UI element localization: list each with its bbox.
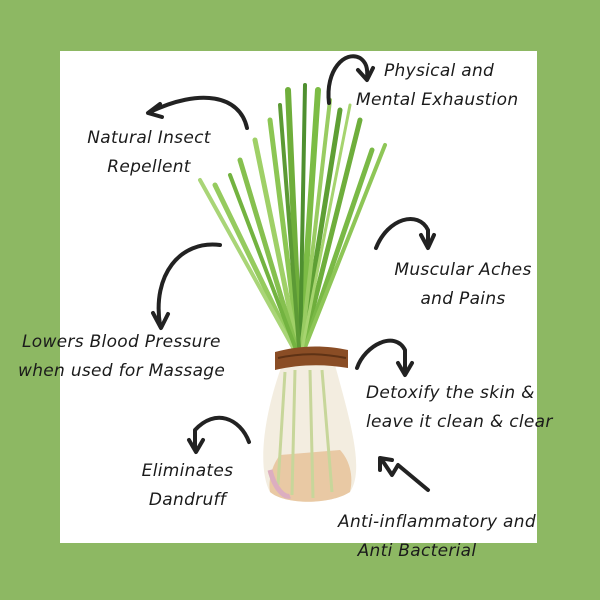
arrow-icon-detoxify: [355, 338, 414, 377]
benefit-line: Dandruff: [148, 490, 227, 510]
benefit-line: Anti Bacterial: [357, 541, 477, 561]
benefit-line: Lowers Blood Pressure: [22, 332, 221, 352]
benefit-line: Mental Exhaustion: [356, 90, 519, 110]
arrow-icon-insect: [146, 95, 249, 130]
benefit-line: Detoxify the skin &: [366, 383, 535, 403]
benefit-line: leave it clean & clear: [366, 412, 553, 432]
benefit-line: Natural Insect: [87, 128, 211, 148]
arrow-icon-exhaustion: [326, 54, 375, 105]
benefit-line: Eliminates: [141, 461, 234, 481]
lemongrass-stalks: [198, 83, 387, 363]
benefit-line: Anti-inflammatory and: [338, 512, 536, 532]
benefit-line: Repellent: [107, 157, 191, 177]
benefit-line: when used for Massage: [18, 361, 226, 381]
twine-tie: [275, 346, 348, 370]
benefit-muscular-aches: Muscular Aches and Pains: [370, 256, 556, 314]
benefit-blood-pressure: Lowers Blood Pressure when used for Mass…: [18, 328, 225, 386]
benefit-dandruff: Eliminates Dandruff: [120, 457, 255, 515]
benefit-line: Physical and: [384, 61, 495, 81]
benefit-exhaustion: Physical and Mental Exhaustion: [356, 57, 518, 115]
benefit-insect-repellent: Natural Insect Repellent: [64, 124, 234, 182]
arrow-icon-dandruff: [187, 415, 251, 454]
benefit-detoxify: Detoxify the skin & leave it clean & cle…: [366, 379, 553, 437]
benefit-anti-inflammatory: Anti-inflammatory and Anti Bacterial: [287, 508, 587, 566]
benefit-line: and Pains: [420, 289, 506, 309]
lemongrass-bulbs: [263, 365, 357, 502]
arrow-icon-muscular: [374, 217, 436, 250]
arrow-icon-anti-inflammatory: [378, 456, 430, 492]
arrow-icon-blood-pressure: [151, 242, 222, 330]
benefit-line: Muscular Aches: [394, 260, 532, 280]
